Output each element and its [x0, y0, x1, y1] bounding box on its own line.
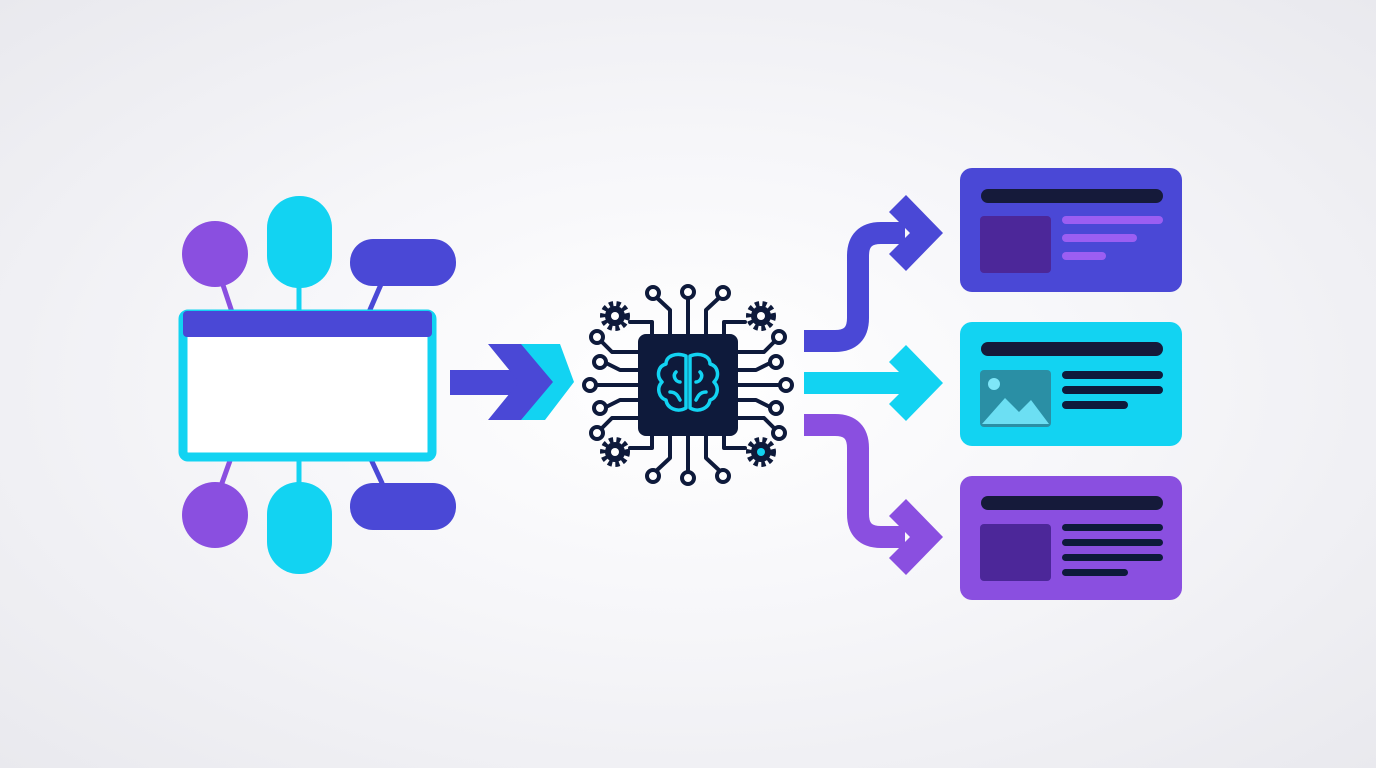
output-branch-arrows — [804, 222, 912, 548]
terminal — [582, 377, 598, 393]
card-text-line — [1062, 216, 1163, 224]
gear-icon — [746, 437, 776, 467]
output-card-text — [960, 168, 1182, 292]
card-text-line — [1062, 386, 1163, 394]
card-text-line — [1062, 554, 1163, 561]
node-pill-wide-top — [350, 239, 456, 286]
output-card-image — [960, 322, 1182, 446]
terminal — [715, 468, 731, 484]
input-arrow-indigo-chevron — [488, 344, 553, 420]
brain-icon — [656, 352, 720, 412]
card-text-line — [1062, 252, 1106, 260]
card-thumbnail — [980, 524, 1051, 581]
trace-top-3 — [704, 294, 723, 337]
source-data-node-diagram — [178, 196, 456, 574]
branch-arrow-bottom — [804, 414, 905, 548]
arrowhead-middle — [889, 345, 943, 421]
trace-bottom-3 — [704, 433, 723, 474]
terminal — [768, 400, 784, 416]
output-card-list — [960, 476, 1182, 600]
brain-left-hemisphere — [656, 352, 688, 412]
card-text-line — [1062, 569, 1128, 576]
chip-body — [638, 334, 738, 436]
circuit-traces — [592, 294, 784, 476]
data-table-window — [178, 309, 437, 462]
branch-arrow-top — [804, 222, 905, 352]
trace-top-5 — [722, 320, 747, 337]
trace-top-4 — [628, 320, 654, 337]
gear-icon — [600, 437, 630, 467]
trace-bottom-1 — [653, 433, 672, 474]
trace-top-1 — [653, 294, 672, 337]
brain-right-hemisphere — [688, 352, 720, 412]
card-title-bar — [981, 189, 1163, 203]
terminal — [589, 425, 605, 441]
trace-bottom-4 — [628, 433, 654, 450]
node-pill-tall-bottom — [267, 482, 332, 574]
terminal — [589, 329, 605, 345]
trace-left-2 — [602, 360, 640, 372]
ai-brain-chip-icon — [582, 284, 794, 486]
card-text-line — [1062, 524, 1163, 531]
card-text-line — [1062, 371, 1163, 379]
output-arrowheads — [889, 195, 943, 575]
trace-bottom-5 — [722, 433, 747, 450]
card-title-bar — [981, 342, 1163, 356]
trace-left-1 — [598, 338, 640, 354]
trace-right-5 — [736, 416, 778, 432]
terminal — [771, 329, 787, 345]
trace-left-4 — [602, 398, 640, 410]
card-text-line — [1062, 401, 1128, 409]
gear-icon — [746, 301, 776, 331]
trace-right-4 — [736, 398, 774, 410]
card-text-line — [1062, 234, 1137, 242]
terminal — [771, 425, 787, 441]
trace-right-2 — [736, 360, 774, 372]
input-arrow — [450, 344, 574, 420]
trace-left-5 — [598, 416, 640, 432]
image-placeholder-icon — [980, 370, 1051, 427]
card-thumbnail — [980, 216, 1051, 273]
window-header-bar — [183, 311, 432, 337]
node-circle-top — [182, 221, 248, 287]
brain-fold-right — [694, 370, 708, 402]
terminal — [645, 285, 661, 301]
arrowhead-top — [889, 195, 943, 271]
input-arrow-shaft — [450, 370, 520, 395]
terminal — [778, 377, 794, 393]
terminal — [715, 285, 731, 301]
gear-icon — [600, 301, 630, 331]
terminal — [768, 354, 784, 370]
arrowhead-bottom — [889, 499, 943, 575]
terminal — [680, 470, 696, 486]
terminal — [680, 284, 696, 300]
terminal — [645, 468, 661, 484]
terminal — [592, 354, 608, 370]
card-title-bar — [981, 496, 1163, 510]
connector-top-left — [219, 279, 235, 315]
terminal — [592, 400, 608, 416]
brain-fold-left — [668, 370, 682, 402]
card-text-line — [1062, 539, 1163, 546]
trace-right-1 — [736, 338, 778, 354]
node-circle-bottom — [182, 482, 248, 548]
connector-top-right — [366, 279, 385, 315]
trace-terminals — [582, 284, 794, 486]
node-pill-wide-bottom — [350, 483, 456, 530]
node-pill-tall-top — [267, 196, 332, 288]
